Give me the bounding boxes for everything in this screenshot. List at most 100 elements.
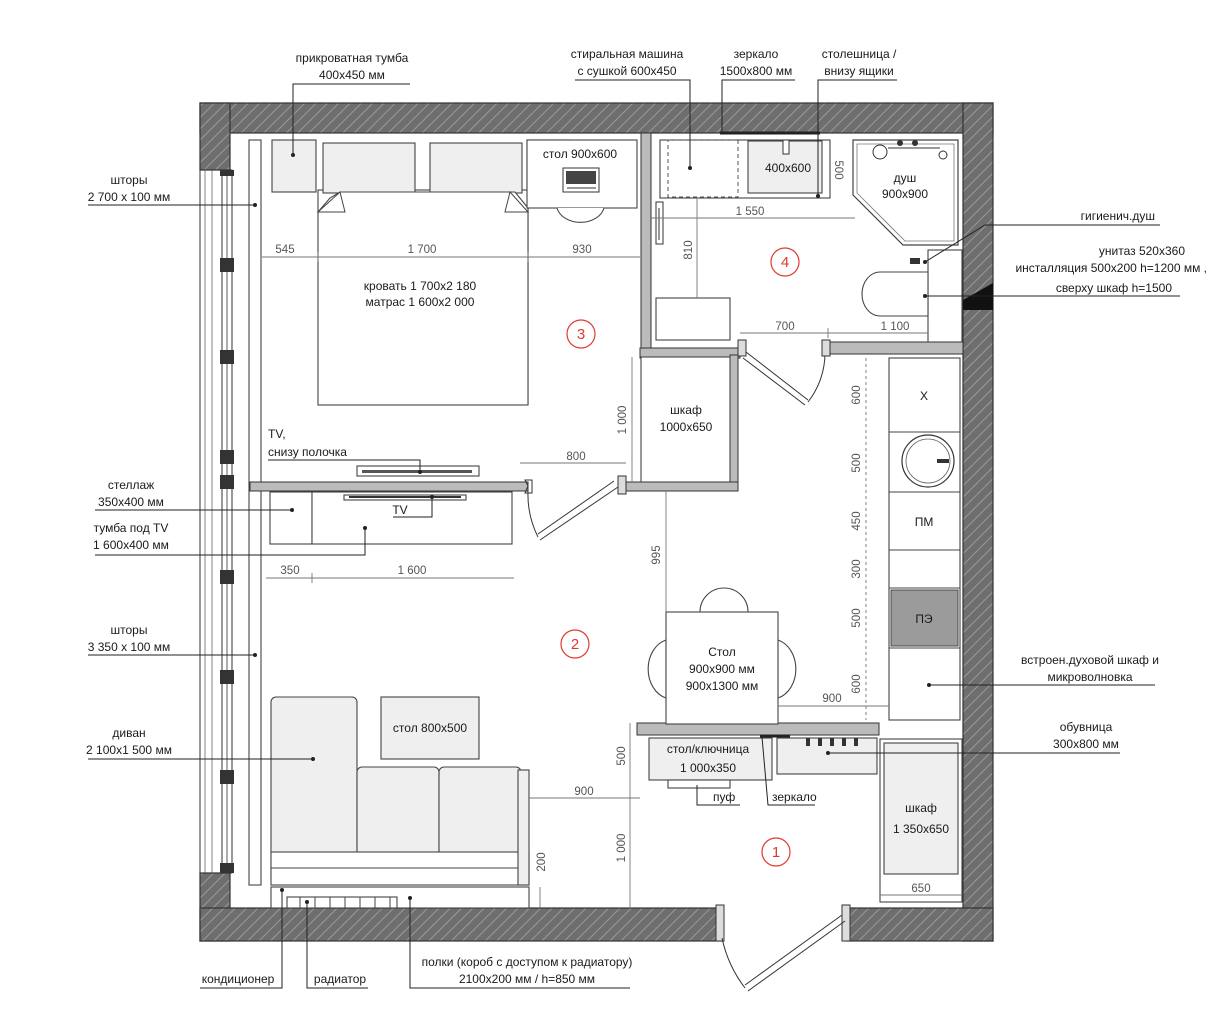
washer-label-2: с сушкой 600x450 — [577, 64, 676, 78]
curtains-2-label-2: 3 350 x 100 мм — [88, 640, 171, 654]
table-label-1: Стол — [708, 645, 735, 659]
dim-k450: 450 — [851, 511, 863, 530]
nightstand-left — [271, 139, 317, 193]
room-number-4: 4 — [781, 254, 789, 271]
bed-label-1: кровать 1 700x2 180 — [364, 279, 477, 293]
dim-500-c: 500 — [616, 746, 628, 765]
sofa-label-2: 2 100x1 500 мм — [86, 743, 172, 757]
hygiene-shower-label: гигиенич.душ — [1081, 209, 1155, 223]
coffee-table-label: стол 800x500 — [393, 721, 467, 735]
tv-stand — [311, 491, 513, 545]
room-number-2: 2 — [571, 636, 579, 653]
dining: Стол 900x900 мм 900x1300 мм — [647, 587, 797, 725]
dim-650: 650 — [911, 883, 930, 895]
dim-545: 545 — [275, 244, 294, 256]
mirror-top-label-2: 1500x800 мм — [720, 64, 793, 78]
console-label-2: 1 000x350 — [680, 761, 736, 775]
room-number-1: 1 — [772, 844, 780, 861]
living-room: TV стол 800x500 — [269, 491, 530, 909]
table-label-2: 900x900 мм — [689, 662, 755, 676]
dim-k600-b: 600 — [851, 674, 863, 693]
dimensions: 545 1 700 930 1 550 810 500 700 1 100 1 … — [262, 160, 962, 908]
hall: стол/ключница 1 000x350 шкаф 1 350x650 — [648, 734, 963, 903]
toilet — [861, 271, 929, 317]
curtains-1-label-1: шторы — [111, 173, 148, 187]
desk-label: стол 900x600 — [543, 147, 617, 161]
conditioner-label: кондиционер — [202, 972, 275, 986]
pillow-right — [429, 142, 523, 194]
nightstand-label-1: прикроватная тумба — [296, 51, 409, 65]
toilet-label-1: унитаз 520x360 — [1099, 244, 1185, 258]
curtains-2-label-1: шторы — [111, 623, 148, 637]
console — [648, 737, 773, 781]
kitchen-column: Х ПМ ПЭ — [888, 357, 961, 721]
radiator-label: радиатор — [314, 972, 366, 986]
shoe-rack-label-2: 300x800 мм — [1053, 737, 1119, 751]
dim-1100: 1 100 — [881, 321, 910, 333]
rack-label-2: 350x400 мм — [98, 495, 164, 509]
dim-1000-a: 1 000 — [617, 406, 629, 435]
tv-stand-label-1: тумба под TV — [94, 521, 169, 535]
shoe-rack-label-1: обувница — [1060, 720, 1113, 734]
fridge-label: Х — [920, 389, 928, 403]
small-cabinet — [655, 297, 731, 341]
doors — [524, 339, 851, 992]
dim-350: 350 — [280, 565, 299, 577]
bed-label-2: матрас 1 600x2 000 — [366, 295, 475, 309]
outer-walls — [199, 102, 994, 942]
dim-800: 800 — [566, 451, 585, 463]
table-label-3: 900x1300 мм — [686, 679, 759, 693]
bedroom: кровать 1 700x2 180 матрас 1 600x2 000 с… — [271, 139, 638, 477]
laptop-icon — [562, 167, 600, 193]
wardrobe-1-label-2: 1000x650 — [660, 420, 713, 434]
callouts: прикроватная тумба 400x450 мм стиральная… — [86, 47, 1207, 989]
kitchen-sink — [901, 434, 955, 488]
dim-900-a: 900 — [822, 693, 841, 705]
wardrobe-2-label-1: шкаф — [905, 801, 937, 815]
dim-k500-a: 500 — [851, 453, 863, 472]
dim-1550: 1 550 — [736, 206, 765, 218]
stove — [890, 589, 959, 647]
console-label-1: стол/ключница — [667, 742, 750, 756]
pouf-label: пуф — [713, 790, 735, 804]
toilet-label-2: инсталляция 500x200 h=1200 мм , — [1015, 261, 1207, 275]
toilet-label-3: сверху шкаф h=1500 — [1056, 281, 1173, 295]
mirror-top-label-1: зеркало — [734, 47, 779, 61]
dim-k500-b: 500 — [851, 608, 863, 627]
dishwasher-label: ПМ — [915, 515, 934, 529]
tv-shelf-label-1: TV, — [268, 427, 286, 441]
dim-995: 995 — [651, 545, 663, 564]
tv-stand-label-2: 1 600x400 мм — [93, 538, 169, 552]
washer-label-1: стиральная машина — [571, 47, 684, 61]
pillow-left — [322, 142, 416, 194]
room-numbers: 1 2 3 4 — [560, 247, 800, 867]
dim-900-b: 900 — [574, 786, 593, 798]
dim-k600-a: 600 — [851, 385, 863, 404]
oven-label-2: микроволновка — [1047, 670, 1132, 684]
dim-1700: 1 700 — [408, 244, 437, 256]
shower-label-1: душ — [894, 171, 917, 185]
dim-1000-b: 1 000 — [616, 834, 628, 863]
bathroom: 400x600 душ 900x900 — [655, 131, 963, 343]
dim-200: 200 — [536, 852, 548, 871]
dim-k300: 300 — [851, 559, 863, 578]
tv-label: TV — [392, 503, 407, 517]
towel-rail — [655, 201, 664, 245]
wardrobe-2-label-2: 1 350x650 — [893, 822, 949, 836]
washer — [667, 139, 739, 198]
rack — [269, 491, 313, 545]
dim-700: 700 — [775, 321, 794, 333]
tv-shelf-label-2: снизу полочка — [268, 445, 347, 459]
sink-label: 400x600 — [765, 161, 811, 175]
shelves-label-2: 2100x200 мм / h=850 мм — [459, 972, 595, 986]
curtains-1-label-2: 2 700 x 100 мм — [88, 190, 171, 204]
curtain-strip — [248, 139, 262, 886]
wardrobe-1 — [640, 356, 731, 483]
countertop-label-2: внизу ящики — [824, 64, 893, 78]
shower-label-2: 900x900 — [882, 187, 928, 201]
sofa-label-1: диван — [112, 726, 145, 740]
shelves-label-1: полки (короб с доступом к радиатору) — [422, 955, 633, 969]
dim-930: 930 — [572, 244, 591, 256]
mirror-hall-label: зеркало — [772, 790, 817, 804]
